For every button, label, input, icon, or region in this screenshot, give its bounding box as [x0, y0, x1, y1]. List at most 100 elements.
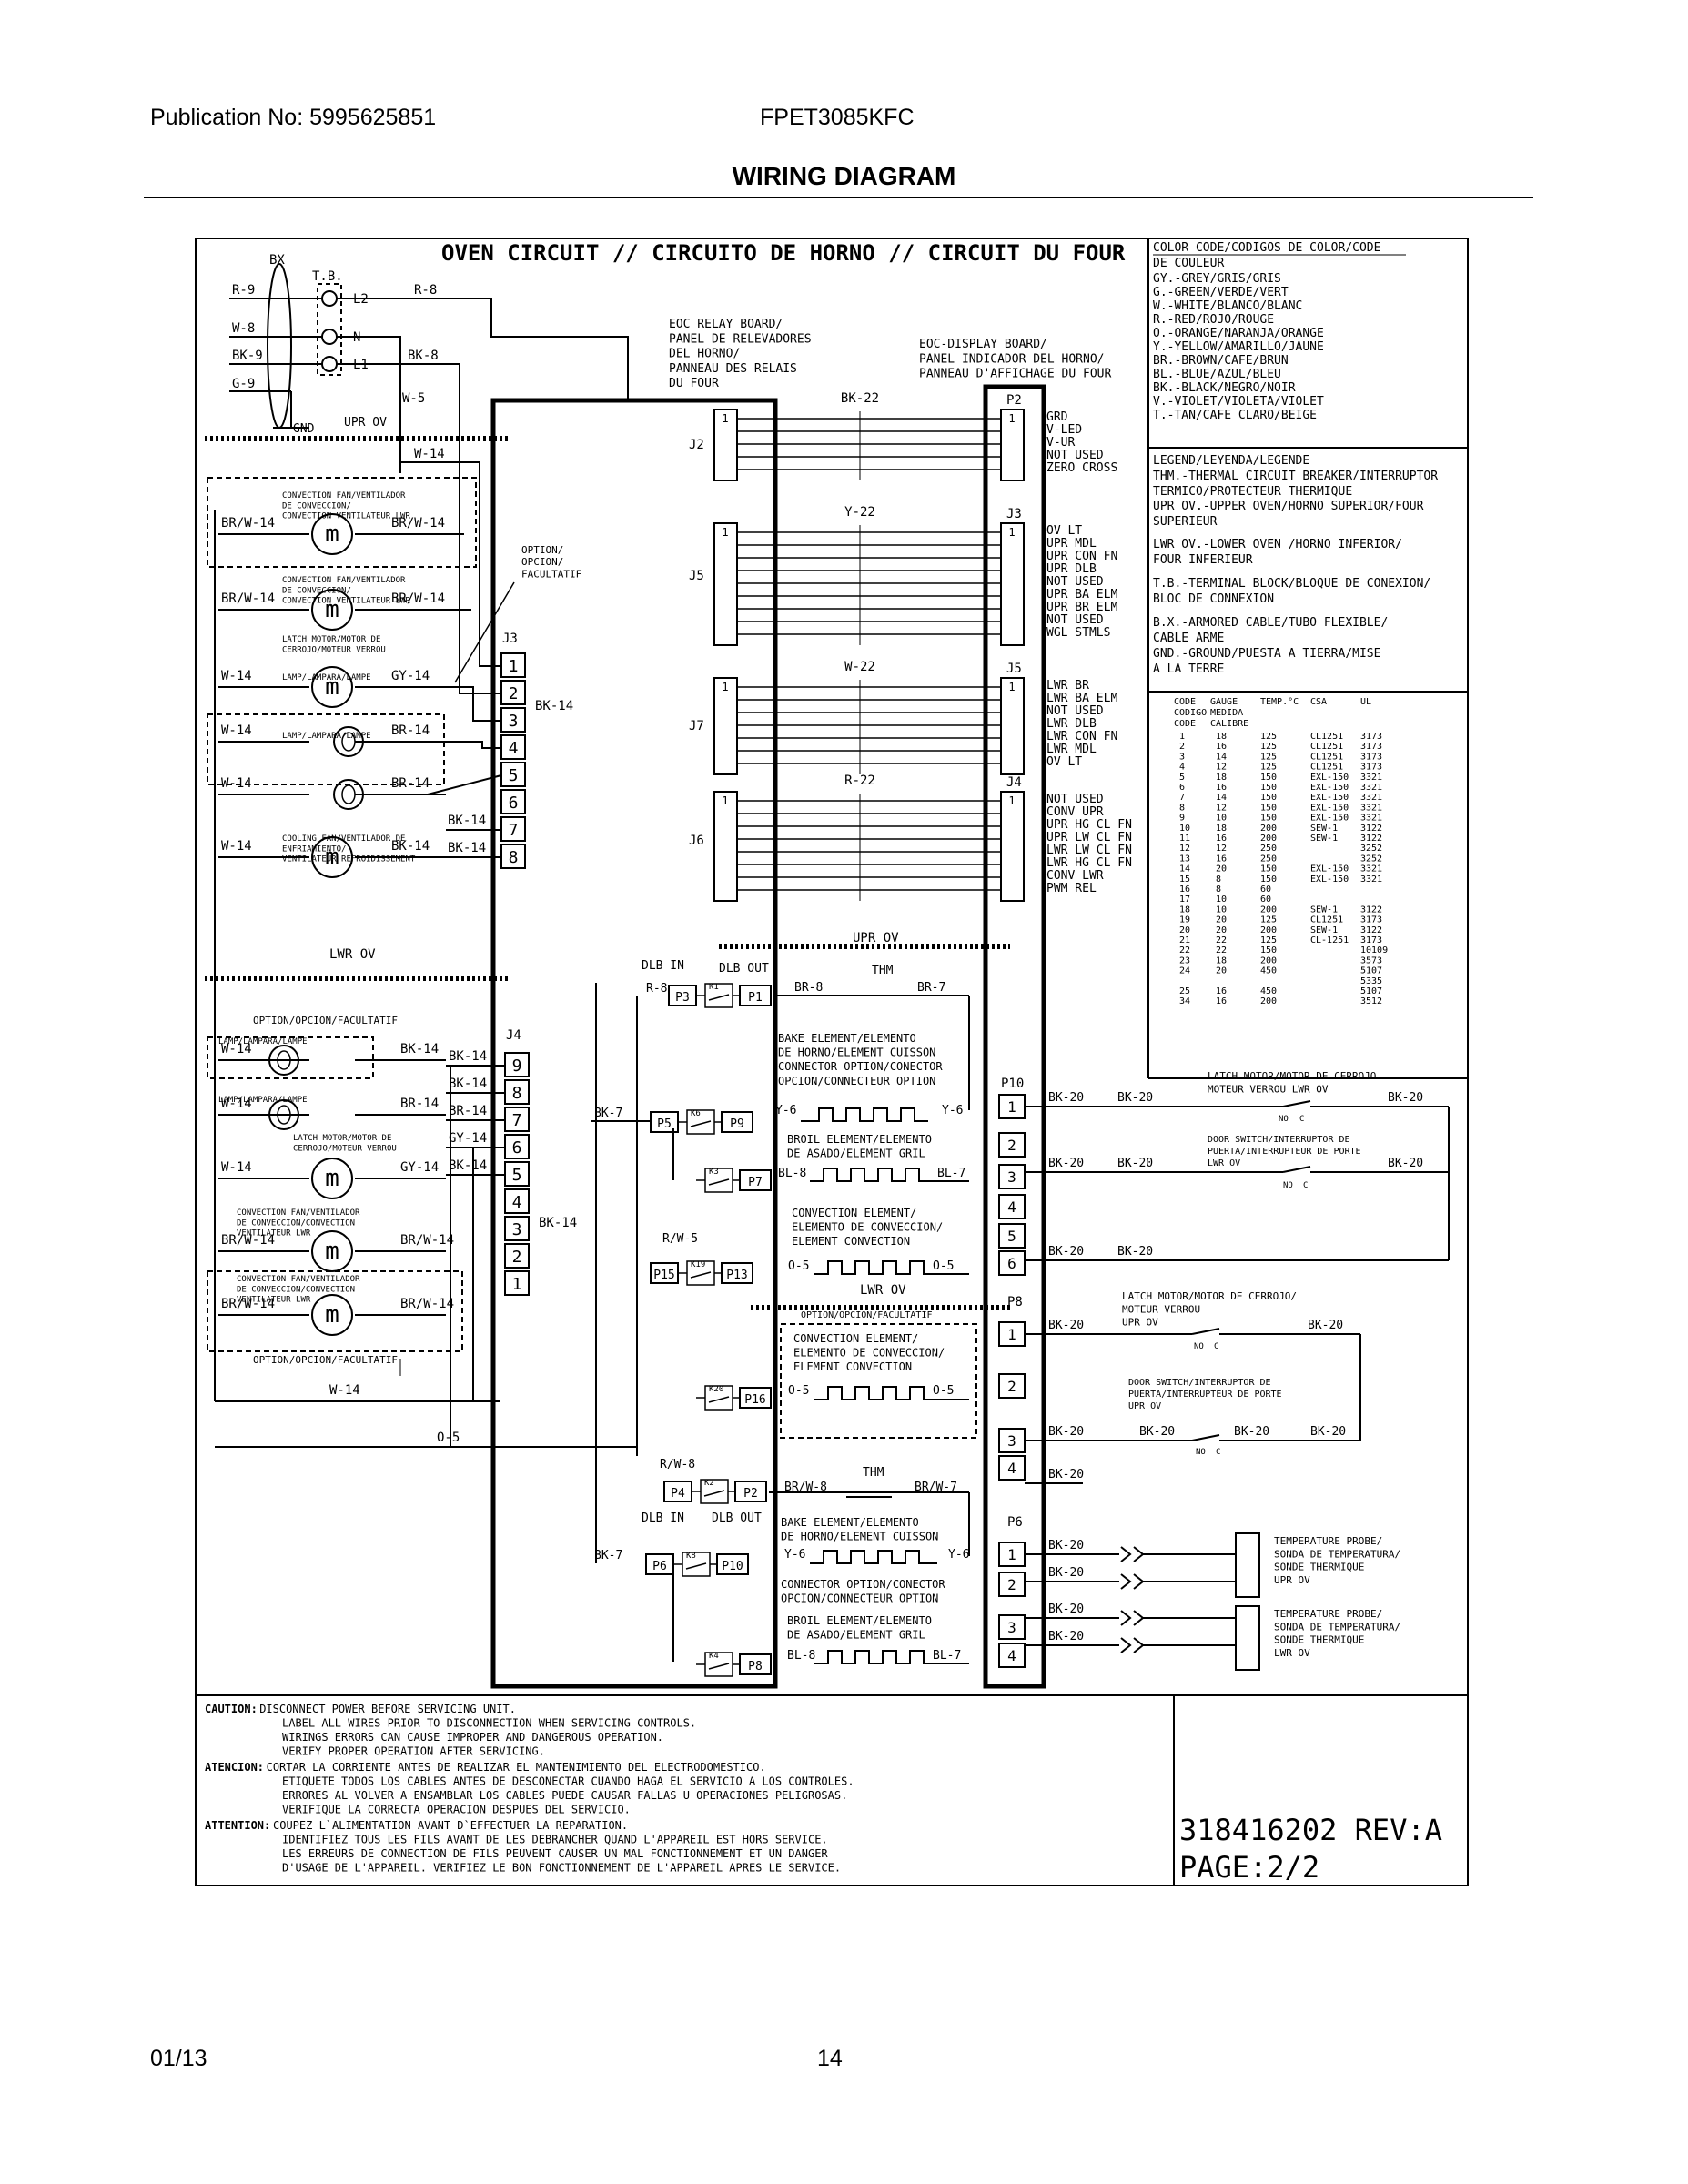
connector-arrow: [1120, 1637, 1132, 1653]
conn-label: P6: [1007, 1515, 1023, 1530]
gauge-cell: 17: [1179, 895, 1190, 905]
relay-k-label: K2: [704, 1479, 714, 1488]
probe-label: SONDE THERMIQUE: [1274, 1562, 1364, 1573]
load-label: CONVECTION VENTILATEUR LWR: [282, 512, 410, 521]
gauge-cell: 200: [1260, 824, 1277, 834]
no-label: NO: [1283, 1181, 1293, 1190]
load-label: LAMP/LAMPARA/LAMPE: [218, 1096, 308, 1105]
legend-item: BLOC DE CONNEXION: [1153, 592, 1274, 606]
gauge-cell: 3: [1179, 752, 1185, 762]
ribbon-right-conn: [1000, 677, 1025, 775]
gauge-cell: 16: [1216, 834, 1227, 844]
option-label: OPTION/OPCION/FACULTATIF: [801, 1310, 933, 1320]
gauge-cell: 3122: [1360, 824, 1382, 834]
gauge-cell: CL1251: [1310, 915, 1343, 925]
gauge-cell: 2: [1179, 742, 1185, 752]
probe-label: TEMPERATURE PROBE/: [1274, 1608, 1382, 1620]
wire-label: BK-20: [1388, 1091, 1423, 1105]
option-box-3: [207, 1036, 374, 1079]
broil-element: [810, 1168, 969, 1182]
gauge-cell: 20: [1216, 915, 1227, 925]
j3-pin-num: 7: [509, 821, 519, 840]
lamp-filament: [341, 784, 356, 804]
relay-pin-label: P5: [657, 1117, 672, 1131]
bake-label: OPCION/CONNECTEUR OPTION: [778, 1075, 935, 1087]
relay-board-label: PANEL DE RELEVADORES: [669, 332, 812, 346]
probe-body: [1235, 1605, 1260, 1671]
j3-pin-num: 6: [509, 794, 519, 813]
pin-box: [998, 1132, 1026, 1158]
switch-contact: [1191, 1328, 1220, 1335]
gauge-cell: 150: [1260, 803, 1277, 813]
connector-arrow: [1133, 1637, 1145, 1653]
caution-line: LES ERREURS DE CONNECTION DE FILS PEUVEN…: [282, 1847, 828, 1860]
switch-label: MOTEUR VERROU: [1122, 1303, 1200, 1315]
motor-m: m: [325, 521, 339, 548]
pin-num: 3: [1007, 1168, 1016, 1186]
gauge-cell: 5: [1179, 773, 1185, 783]
pin-box: [998, 1614, 1026, 1640]
wire-label: W-14: [329, 1383, 360, 1398]
wire-label: O-5: [788, 1259, 809, 1273]
signal-label: NOT USED: [1046, 575, 1104, 589]
motor-m: m: [325, 1165, 339, 1192]
gauge-header: MEDIDA: [1210, 708, 1243, 718]
gauge-cell: 16: [1179, 885, 1190, 895]
display-board-label: PANEL INDICADOR DEL HORNO/: [919, 352, 1105, 366]
bake-label: BAKE ELEMENT/ELEMENTO: [778, 1032, 916, 1045]
gauge-cell: 5107: [1360, 966, 1382, 976]
wire-label: R/W-5: [662, 1232, 698, 1246]
relay-contact: [708, 1663, 730, 1670]
conv-element: [814, 1260, 969, 1275]
switch-contact: [1282, 1166, 1311, 1173]
gauge-cell: 6: [1179, 783, 1185, 793]
relay-pin-label: P9: [730, 1117, 744, 1131]
gauge-cell: 22: [1179, 945, 1190, 956]
gauge-cell: 20: [1216, 925, 1227, 935]
ribbon-left-label: J2: [689, 438, 704, 452]
signal-label: LWR DLB: [1046, 717, 1097, 731]
ribbon-wire-label: R-22: [844, 774, 875, 788]
dlb-label: DLB IN: [642, 959, 684, 973]
gauge-cell: 125: [1260, 915, 1277, 925]
gauge-cell: 10: [1216, 895, 1227, 905]
pin-box: [998, 1194, 1026, 1219]
wire-label: O-5: [933, 1384, 954, 1398]
legend-item: THM.-THERMAL CIRCUIT BREAKER/INTERRUPTOR: [1153, 470, 1438, 483]
gauge-cell: 3252: [1360, 844, 1382, 854]
no-label: NO: [1279, 1115, 1289, 1124]
gauge-cell: 3321: [1360, 793, 1382, 803]
relay-board-label: EOC RELAY BOARD/: [669, 318, 783, 331]
terminal-l1: [321, 356, 338, 372]
gauge-cell: 250: [1260, 844, 1277, 854]
switch-label: PUERTA/INTERRUPTEUR DE PORTE: [1128, 1390, 1282, 1400]
signal-label: OV LT: [1046, 524, 1082, 538]
load-label: LAMP/LAMPARA/LAMPE: [282, 732, 371, 741]
pin-num: 2: [1007, 1378, 1016, 1395]
color-code-item: V.-VIOLET/VIOLETA/VIOLET: [1153, 395, 1324, 409]
caution-line: COUPEZ L`ALIMENTATION AVANT D`EFFECTUER …: [273, 1819, 628, 1832]
pin-num: 4: [1007, 1460, 1016, 1477]
dlb-label: DLB OUT: [712, 1512, 762, 1525]
broil-label: BROIL ELEMENT/ELEMENTO: [787, 1133, 932, 1146]
ribbon-left-conn: [713, 522, 738, 646]
load-wire-label: BR/W-14: [221, 1233, 275, 1248]
ribbon-right-label: J5: [1006, 662, 1022, 676]
pin-box: [998, 1643, 1026, 1668]
legend-item: B.X.-ARMORED CABLE/TUBO FLEXIBLE/: [1153, 616, 1388, 630]
gauge-cell: 24: [1179, 966, 1190, 976]
j3-pin-num: 3: [509, 712, 519, 731]
switch-label: PUERTA/INTERRUPTEUR DE PORTE: [1208, 1147, 1361, 1157]
gauge-cell: CL1251: [1310, 732, 1343, 742]
wire-label: BK-9: [232, 349, 263, 363]
wire-label: BL-7: [933, 1649, 961, 1663]
pin-box: [998, 1455, 1026, 1481]
terminal-block: [317, 283, 342, 376]
relay-pin-label: P13: [726, 1269, 747, 1282]
gauge-cell: 23: [1179, 956, 1190, 966]
relay-k-label: K20: [709, 1385, 723, 1394]
j3-pin-num: 1: [509, 657, 519, 676]
gauge-cell: EXL-150: [1310, 773, 1349, 783]
pin-num: 2: [1007, 1576, 1016, 1593]
relay-contact: [708, 994, 730, 1001]
